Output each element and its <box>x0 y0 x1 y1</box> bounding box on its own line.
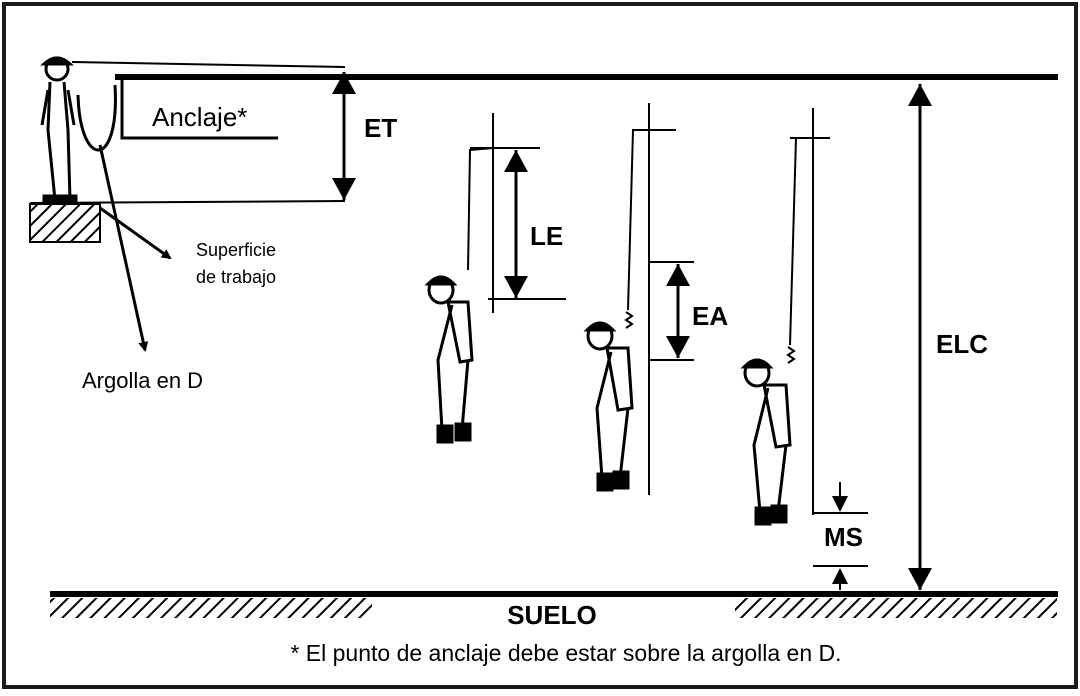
elc-arrow-bottom <box>908 568 932 590</box>
lanyard-loop <box>76 84 117 152</box>
surface-pointer-arrow <box>99 206 172 260</box>
ea-arrow-bottom <box>666 336 690 358</box>
le-arrow-top <box>504 150 528 172</box>
le-arrow-bottom <box>504 276 528 298</box>
shock-absorber-2 <box>624 311 634 329</box>
d-ring-label: Argolla en D <box>82 368 203 393</box>
footnote: * El punto de anclaje debe estar sobre l… <box>290 640 841 666</box>
ground-hatch-left <box>50 598 372 618</box>
anchor-label: Anclaje* <box>152 102 247 132</box>
le-label: LE <box>530 221 563 251</box>
work-platform <box>29 203 101 243</box>
anchor-reference-line <box>71 61 346 68</box>
anchor-bracket <box>120 80 278 140</box>
lanyard-3 <box>789 137 797 346</box>
ground-hatch-right <box>735 598 1057 618</box>
et-label: ET <box>364 113 397 143</box>
elc-arrow-top <box>908 84 932 106</box>
hanging-worker-3 <box>740 358 792 526</box>
ms-arrow-up <box>832 568 848 584</box>
lanyard-2 <box>627 129 676 311</box>
et-arrow-top <box>332 72 356 94</box>
ground-label: SUELO <box>507 600 597 630</box>
shock-absorber-3 <box>786 346 796 364</box>
work-surface-line <box>29 200 346 204</box>
hanging-worker-2 <box>583 321 634 492</box>
elc-label: ELC <box>936 329 988 359</box>
surface-label-line2: de trabajo <box>196 267 276 287</box>
d-ring-pointer-arrow <box>98 144 149 352</box>
worker-standing <box>40 56 78 205</box>
hanging-worker-1 <box>424 275 474 444</box>
ea-arrow-top <box>666 264 690 286</box>
ms-label: MS <box>824 522 863 552</box>
surface-label-line1: Superficie <box>196 240 276 260</box>
ea-label: EA <box>692 301 728 331</box>
et-arrow-bottom <box>332 178 356 200</box>
ms-arrow-down <box>832 496 848 512</box>
